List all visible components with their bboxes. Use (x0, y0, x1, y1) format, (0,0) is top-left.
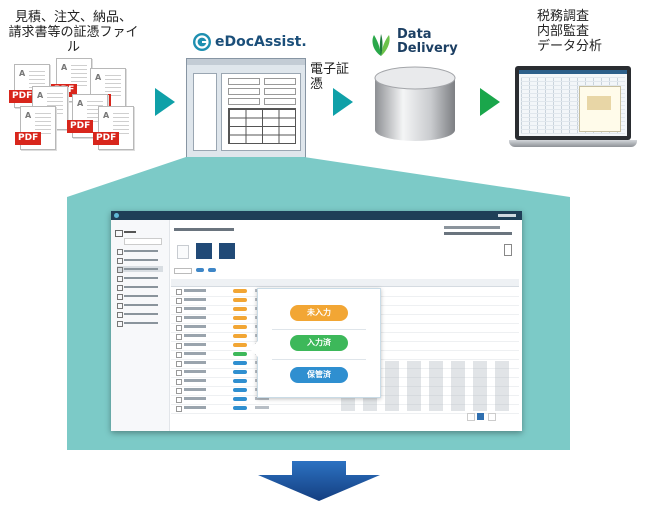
source-files-label: 見積、注文、納品、 請求書等の証憑ファイル (6, 10, 141, 55)
table-header (171, 279, 519, 287)
flow-arrow-icon (155, 88, 175, 116)
sidebar-item[interactable] (117, 275, 163, 282)
pagination[interactable] (467, 413, 507, 421)
sidebar-item-active[interactable] (117, 266, 163, 273)
datadelivery-logo: Data Delivery (368, 28, 478, 60)
audit-label: 税務調査 内部監査 データ分析 (537, 9, 607, 54)
sidebar-item[interactable] (117, 320, 163, 327)
trash-icon[interactable] (504, 244, 512, 256)
header-info (444, 232, 512, 235)
laptop-icon (509, 66, 637, 150)
leaf-icon (372, 34, 390, 56)
edocassist-logo: eDocAssist. (192, 32, 312, 54)
source-label-line2: 請求書等の証憑ファイル (8, 25, 139, 55)
app-sidebar (111, 220, 170, 431)
datadelivery-brand-line1: Data (397, 27, 432, 42)
audit-line2: 内部監査 (537, 24, 590, 39)
sidebar-item[interactable] (117, 284, 163, 291)
sidebar-item[interactable] (117, 248, 163, 255)
toolbar-button[interactable] (177, 245, 189, 259)
filter-bar (174, 266, 254, 274)
toolbar-button-primary[interactable] (219, 243, 235, 259)
status-stored-button[interactable]: 保管済 (290, 367, 348, 383)
edocassist-logo-icon (193, 33, 211, 51)
status-popup: 未入力 入力済 保管済 (250, 288, 381, 398)
toolbar-button-primary[interactable] (196, 243, 212, 259)
audit-line3: データ分析 (537, 39, 603, 54)
table-row[interactable] (171, 404, 519, 414)
flow-arrow-icon (333, 88, 353, 116)
edocassist-form-window (186, 58, 306, 158)
flow-arrow-green-icon (480, 88, 500, 116)
audit-line1: 税務調査 (537, 9, 590, 24)
datadelivery-brand-line2: Delivery (397, 41, 458, 56)
sidebar-item[interactable] (117, 302, 163, 309)
source-label-line1: 見積、注文、納品、 (14, 10, 132, 25)
database-cylinder-icon (373, 66, 457, 144)
digital-evidence-label: 電子証憑 (310, 62, 350, 92)
status-unentered-button[interactable]: 未入力 (290, 305, 348, 321)
app-top-bar (111, 211, 522, 220)
edocassist-brand: eDocAssist. (215, 34, 307, 50)
sidebar-item[interactable] (117, 257, 163, 264)
sidebar-item[interactable] (117, 293, 163, 300)
status-entered-button[interactable]: 入力済 (290, 335, 348, 351)
down-arrow-icon (258, 461, 380, 501)
sidebar-item[interactable] (117, 311, 163, 318)
table-row[interactable] (171, 395, 519, 405)
breadcrumb (174, 228, 234, 231)
header-info (444, 226, 500, 229)
